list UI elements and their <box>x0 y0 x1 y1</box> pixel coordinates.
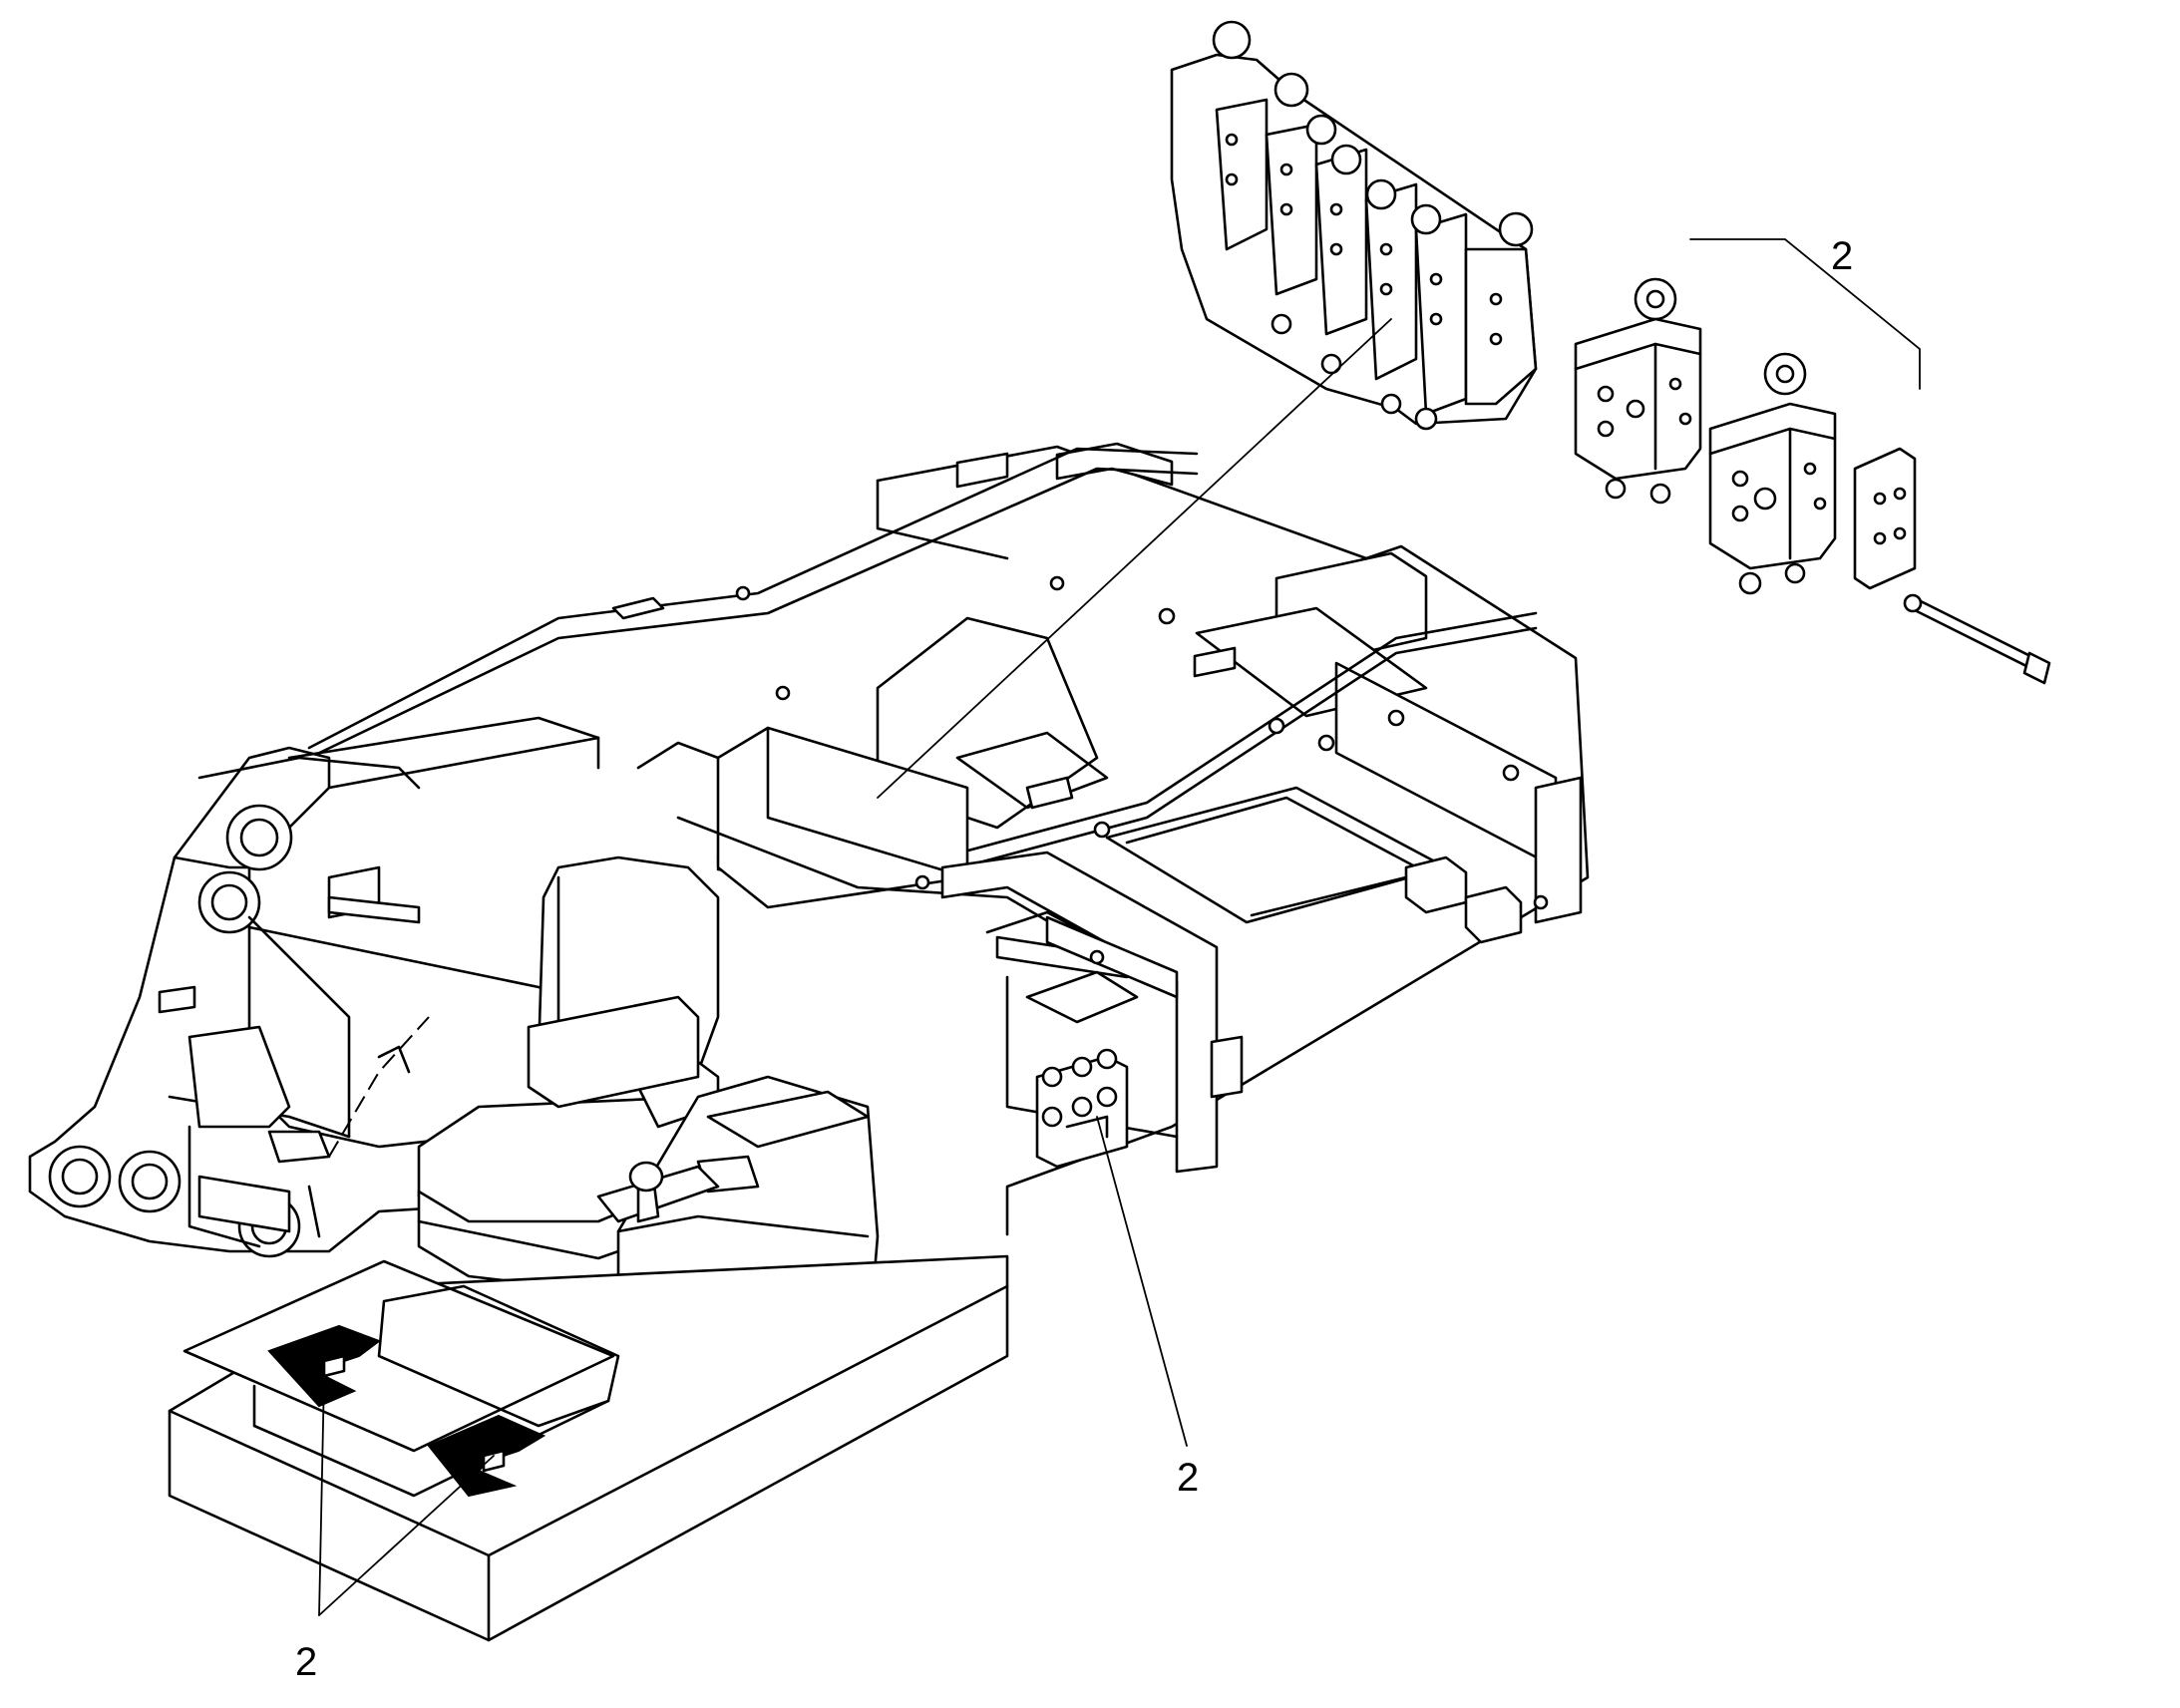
callout-label-center-valves: 2 <box>1177 1456 1199 1500</box>
end-plate <box>1853 447 1917 590</box>
tie-bolt <box>1903 593 2051 685</box>
callout-pedals: 2 <box>295 1375 495 1684</box>
valve-section-1 <box>1574 277 1702 505</box>
callout-valve-group: 2 <box>1689 234 1921 390</box>
floor-mat <box>168 1254 1009 1642</box>
callout-center-valves: 2 <box>877 318 1392 1500</box>
callout-label-valve-group: 2 <box>1831 234 1853 278</box>
upper-frame <box>307 442 1590 1236</box>
valve-section-2 <box>1708 352 1837 595</box>
boom-foot <box>28 716 600 1258</box>
valve-ports <box>1225 133 1503 346</box>
main-control-valve <box>1170 20 1538 431</box>
callout-label-pedals: 2 <box>295 1640 317 1684</box>
center-valve-block <box>1035 1048 1129 1169</box>
frame-bolts <box>735 575 1549 965</box>
